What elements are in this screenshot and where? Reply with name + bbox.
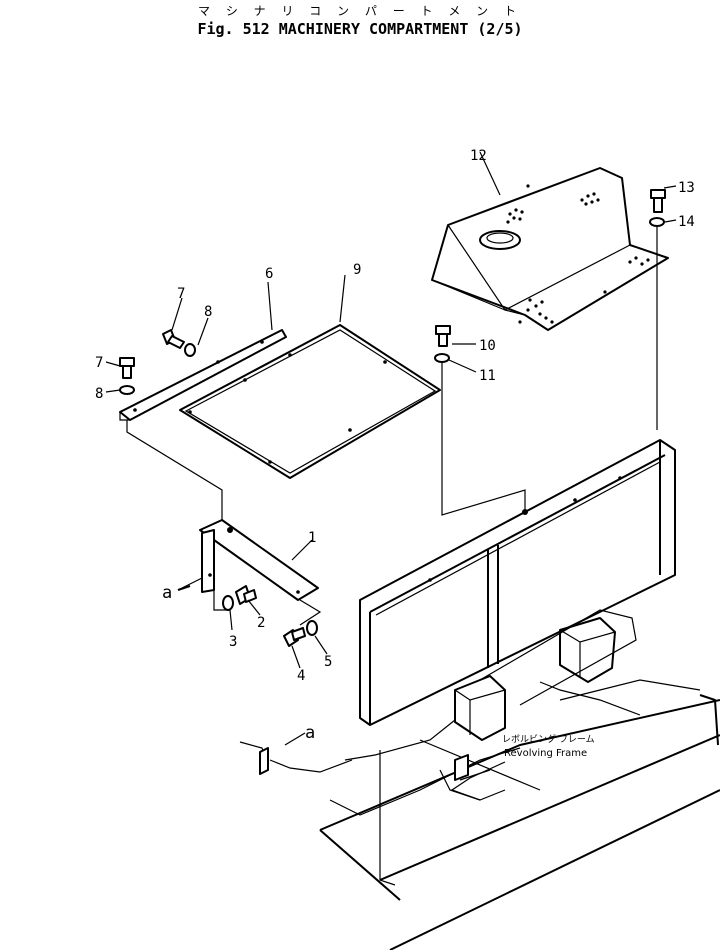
callout-labels: 1 2 3 4 5 6 7 7 8 8 9 10 11 12 13 14	[95, 148, 695, 684]
callout-10: 10	[479, 338, 496, 354]
callout-9: 9	[353, 262, 361, 278]
view-markers: a a	[162, 583, 315, 743]
callout-12: 12	[470, 148, 487, 164]
figure-title: Fig. 512 MACHINERY COMPARTMENT (2/5)	[197, 20, 523, 38]
revolving-frame	[319, 609, 720, 950]
figure-title-japanese: マ シ ナ リ コ ン パ ー ト メ ン ト	[198, 4, 522, 18]
callout-8-upper: 8	[204, 304, 212, 320]
assembly-lines	[105, 151, 677, 801]
frame-label-english: Revolving Frame	[504, 748, 587, 759]
title-block: マ シ ナ リ コ ン パ ー ト メ ン ト Fig. 512 MACHINE…	[0, 0, 720, 38]
callout-4: 4	[297, 668, 305, 684]
bolt-7-lower	[119, 357, 135, 379]
callout-1: 1	[308, 530, 316, 546]
callout-13: 13	[678, 180, 695, 196]
frame-label-japanese: レボルビング フレーム	[502, 733, 595, 745]
engine-cover	[431, 167, 669, 331]
washer-14	[649, 217, 665, 227]
callout-5: 5	[324, 654, 332, 670]
callout-2: 2	[257, 615, 265, 631]
callout-7-lower: 7	[95, 355, 103, 371]
callout-14: 14	[678, 214, 695, 230]
frame-label: レボルビング フレーム Revolving Frame	[502, 733, 595, 759]
bolt-10	[435, 325, 451, 347]
support-bracket	[199, 519, 319, 601]
washer-8-upper	[184, 343, 196, 357]
callout-6: 6	[265, 266, 273, 282]
washer-5	[306, 620, 318, 636]
bolt-2	[235, 585, 257, 605]
vent-holes	[506, 184, 650, 324]
callout-7-upper: 7	[177, 286, 185, 302]
bolt-4	[283, 627, 306, 647]
washer-3	[222, 595, 234, 611]
washer-8-lower	[119, 385, 135, 395]
callout-8-lower: 8	[95, 386, 103, 402]
view-marker-a-1: a	[162, 583, 172, 603]
bolt-13	[650, 189, 666, 213]
view-arrow-1	[177, 585, 191, 591]
cover-plate	[179, 324, 441, 479]
view-marker-a-2: a	[305, 723, 315, 743]
callout-11: 11	[479, 368, 496, 384]
angle-bracket	[119, 329, 287, 421]
compartment-frame	[359, 439, 676, 886]
washer-11	[434, 353, 450, 363]
bolt-7-upper	[162, 329, 185, 349]
callout-3: 3	[229, 634, 237, 650]
